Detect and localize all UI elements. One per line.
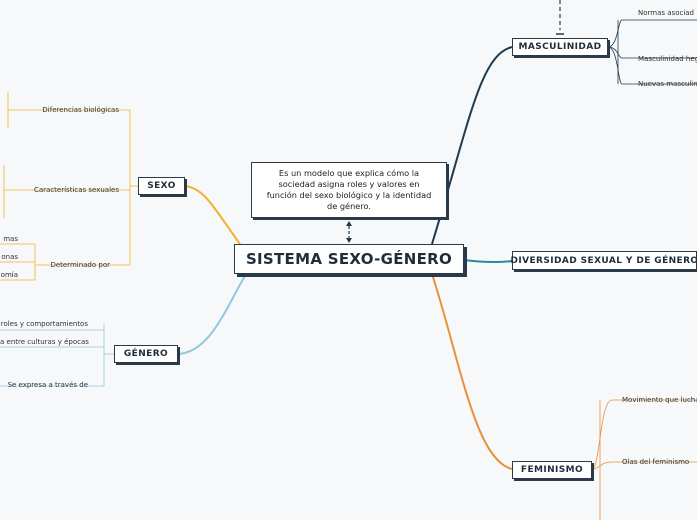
leaf-mas[interactable]: mas [3, 235, 18, 243]
subtopic-nuevas-masculinidades[interactable]: Nuevas masculin [638, 80, 697, 88]
branch-genero[interactable]: GÉNERO [114, 345, 178, 363]
branch-masculinidad[interactable]: MASCULINIDAD [512, 38, 608, 56]
subtopic-determinado-por[interactable]: Determinado por [50, 261, 110, 269]
subtopic-olas-feminismo[interactable]: Olas del feminismo [622, 458, 690, 466]
subtopic-se-expresa[interactable]: Se expresa a través de [7, 381, 88, 389]
subtopic-diferencias-biologicas[interactable]: Diferencias biológicas [42, 106, 119, 114]
subtopic-normas[interactable]: Normas asociad [638, 9, 694, 17]
leaf-omia[interactable]: omía [0, 271, 18, 279]
definition-note[interactable]: Es un modelo que explica cómo la socieda… [251, 162, 447, 218]
subtopic-roles-comportamientos[interactable]: roles y comportamientos [0, 320, 88, 328]
subtopic-movimiento[interactable]: Movimiento que lucha [622, 396, 697, 404]
central-topic[interactable]: SISTEMA SEXO-GÉNERO [234, 244, 464, 274]
branch-feminismo[interactable]: FEMINISMO [512, 461, 592, 479]
subtopic-masculinidad-hegemonica[interactable]: Masculinidad heg [638, 55, 697, 63]
branch-diversidad[interactable]: DIVERSIDAD SEXUAL Y DE GÉNERO [511, 251, 697, 270]
subtopic-caracteristicas-sexuales[interactable]: Características sexuales [33, 186, 119, 194]
subtopic-culturas-epocas[interactable]: a entre culturas y épocas [0, 338, 89, 346]
branch-sexo[interactable]: SEXO [138, 177, 185, 195]
leaf-onas[interactable]: onas [1, 253, 18, 261]
